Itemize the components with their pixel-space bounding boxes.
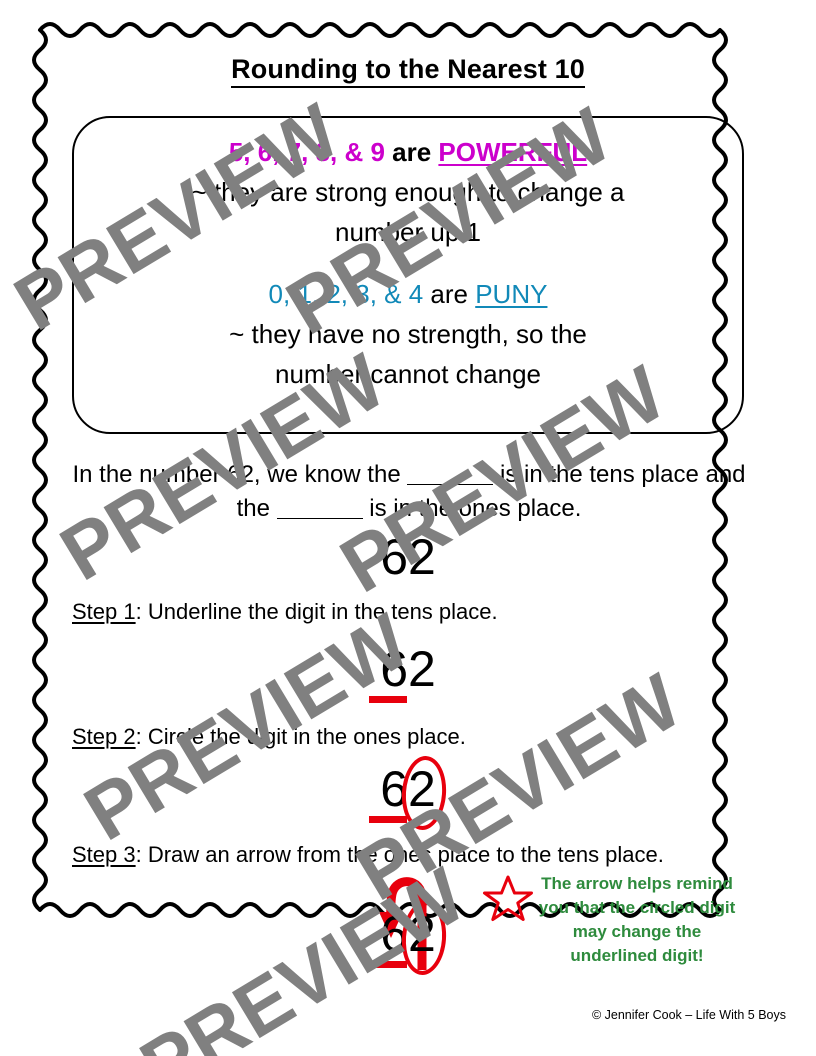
example-number: 62 <box>380 529 436 585</box>
powerful-digits: 5, 6, 7, 8, & 9 <box>228 137 385 167</box>
powerful-desc-line2: number up 1 <box>335 217 481 247</box>
step-3-text: Draw an arrow from the ones place to the… <box>147 842 664 867</box>
intro-part1: In the number 62, we know the <box>72 461 408 488</box>
step-2-text: Circle the digit in the ones place. <box>147 724 466 749</box>
page-title-text: Rounding to the Nearest 10 <box>231 54 585 88</box>
powerful-are: are <box>384 137 439 167</box>
powerful-word: POWERFUL <box>438 137 588 167</box>
puny-digits: 0, 1, 2, 3, & 4 <box>268 279 424 309</box>
arrow-note-line2: you that the circled digit <box>538 898 736 917</box>
arrow-note-line3: may change the <box>572 922 702 941</box>
tens-place-blank[interactable] <box>407 484 494 485</box>
step-2-number: 62 <box>380 761 436 817</box>
step-1-number: 62 <box>380 641 436 697</box>
intro-part3: is in the ones place. <box>362 495 582 522</box>
step-1-separator: : <box>135 599 148 624</box>
puny-word: PUNY <box>475 279 548 309</box>
red-underline-mark <box>369 816 407 823</box>
powerful-rule-heading: 5, 6, 7, 8, & 9 are POWERFUL <box>74 132 742 172</box>
red-underline-mark <box>369 961 407 968</box>
step-3-instruction: Step 3: Draw an arrow from the ones plac… <box>72 840 664 870</box>
page-title: Rounding to the Nearest 10 <box>0 54 816 88</box>
step-1-instruction: Step 1: Underline the digit in the tens … <box>72 597 498 627</box>
copyright-footer: © Jennifer Cook – Life With 5 Boys <box>591 1008 786 1022</box>
star-icon <box>483 875 533 921</box>
arrow-note-line4: underlined digit! <box>570 946 704 965</box>
arrow-note: The arrow helps remind you that the circ… <box>508 872 766 968</box>
arrow-note-line1: The arrow helps remind <box>541 874 733 893</box>
intro-sentence: In the number 62, we know the is in the … <box>64 458 754 526</box>
rules-spacer <box>74 252 742 274</box>
powerful-desc-line1: ~ they are strong enough to change a <box>191 177 625 207</box>
step-2-label: Step 2 <box>72 724 136 749</box>
step-3-label: Step 3 <box>72 842 136 867</box>
step-1-label: Step 1 <box>72 599 136 624</box>
red-underline-mark <box>369 696 407 703</box>
step-3-number: 62 <box>380 906 436 962</box>
step-3-separator: : <box>135 842 148 867</box>
step-2-separator: : <box>135 724 148 749</box>
rules-box: 5, 6, 7, 8, & 9 are POWERFUL ~ they are … <box>72 116 744 434</box>
step-2-instruction: Step 2: Circle the digit in the ones pla… <box>72 722 466 752</box>
curved-arrow-icon <box>379 877 427 970</box>
puny-rule-heading: 0, 1, 2, 3, & 4 are PUNY <box>74 274 742 314</box>
ones-place-blank[interactable] <box>276 518 363 519</box>
puny-desc-line1: ~ they have no strength, so the <box>229 319 587 349</box>
puny-are: are <box>423 279 476 309</box>
intro-part2: is in the tens place and the <box>236 461 746 522</box>
rules-box-content: 5, 6, 7, 8, & 9 are POWERFUL ~ they are … <box>74 118 742 432</box>
step-2-figure: 62 <box>328 754 488 870</box>
step-3-figure: 62 <box>328 899 488 1015</box>
step-1-text: Underline the digit in the tens place. <box>147 599 498 624</box>
puny-desc-line2: number cannot change <box>275 359 541 389</box>
step-1-figure: 62 <box>328 640 488 750</box>
